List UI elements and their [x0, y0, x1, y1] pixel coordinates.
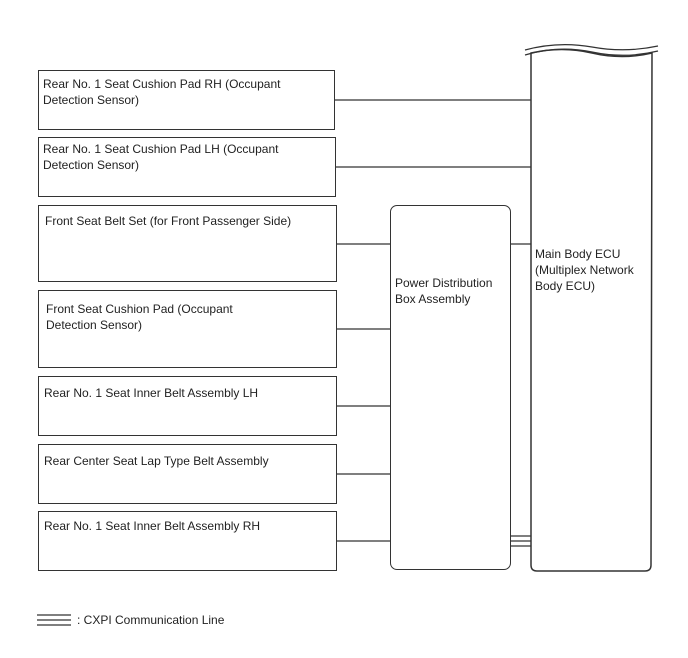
power-distribution-box: Power Distribution Box Assembly: [390, 205, 511, 570]
component-label: Rear No. 1 Seat Inner Belt Assembly LH: [44, 386, 259, 400]
component-label: Front Seat Belt Set (for Front Passenger…: [45, 214, 292, 228]
component-rear-seat-cushion-lh: Rear No. 1 Seat Cushion Pad LH (Occupant…: [38, 137, 336, 197]
component-rear-seat-cushion-rh: Rear No. 1 Seat Cushion Pad RH (Occupant…: [38, 70, 335, 130]
component-label: Rear Center Seat Lap Type Belt Assembly: [44, 454, 269, 468]
power-distribution-box-label: Power Distribution Box Assembly: [395, 276, 493, 306]
cxpi-legend-symbol: [37, 614, 71, 626]
component-rear-inner-belt-lh: Rear No. 1 Seat Inner Belt Assembly LH: [38, 376, 337, 436]
component-label: Rear No. 1 Seat Cushion Pad LH (Occupant…: [43, 142, 279, 172]
component-rear-inner-belt-rh: Rear No. 1 Seat Inner Belt Assembly RH: [38, 511, 337, 571]
component-label: Front Seat Cushion Pad (Occupant Detecti…: [46, 302, 233, 332]
cxpi-line-pdb-to-ecu: [510, 535, 531, 547]
main-body-ecu-outline: [530, 48, 653, 572]
break-mark-line: [524, 44, 659, 51]
component-label: Rear No. 1 Seat Cushion Pad RH (Occupant…: [43, 77, 281, 107]
main-body-ecu-label: Main Body ECU (Multiplex Network Body EC…: [535, 247, 634, 293]
component-rear-center-lap-belt: Rear Center Seat Lap Type Belt Assembly: [38, 444, 337, 504]
component-front-seat-cushion: Front Seat Cushion Pad (Occupant Detecti…: [38, 290, 337, 368]
component-front-seat-belt-set: Front Seat Belt Set (for Front Passenger…: [38, 205, 337, 282]
component-label: Rear No. 1 Seat Inner Belt Assembly RH: [44, 519, 261, 533]
legend-cxpi-label: : CXPI Communication Line: [77, 613, 225, 627]
break-mark-line: [524, 48, 659, 56]
